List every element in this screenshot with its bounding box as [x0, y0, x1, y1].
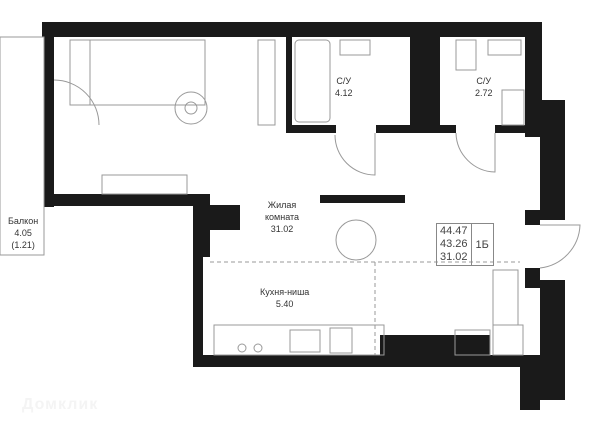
room-name: С/У — [336, 76, 352, 86]
total-area: 44.47 — [440, 225, 468, 237]
room-area: 5.40 — [275, 299, 294, 309]
area-summary-table: 44.47 43.26 31.02 1Б — [436, 223, 494, 266]
area-without-balcony: 43.26 — [440, 238, 468, 250]
room-area: 4.05 — [14, 228, 32, 238]
living-room-label: Жилая комната 31.02 — [265, 199, 299, 235]
room-name: Балкон — [8, 216, 39, 226]
room-name: Жилая — [267, 200, 297, 210]
room-name: Кухня-ниша — [260, 287, 310, 297]
apartment-type: 1Б — [475, 238, 489, 251]
room-area: 4.12 — [335, 88, 353, 98]
living-area: 31.02 — [440, 251, 468, 263]
domclick-watermark-logo: Домклик — [22, 396, 99, 413]
balcony-label: Балкон 4.05 (1.21) — [8, 215, 38, 251]
bathroom-1-label: С/У 4.12 — [335, 75, 353, 99]
kitchen-label: Кухня-ниша 5.40 — [260, 286, 309, 310]
room-area: 31.02 — [270, 224, 294, 234]
room-name-2: комната — [265, 212, 300, 222]
furniture — [0, 36, 581, 356]
room-area: 2.72 — [475, 88, 493, 98]
room-area-coef: (1.21) — [11, 240, 35, 250]
bathroom-2-label: С/У 2.72 — [475, 75, 493, 99]
walls — [42, 22, 565, 410]
room-name: С/У — [476, 76, 492, 86]
